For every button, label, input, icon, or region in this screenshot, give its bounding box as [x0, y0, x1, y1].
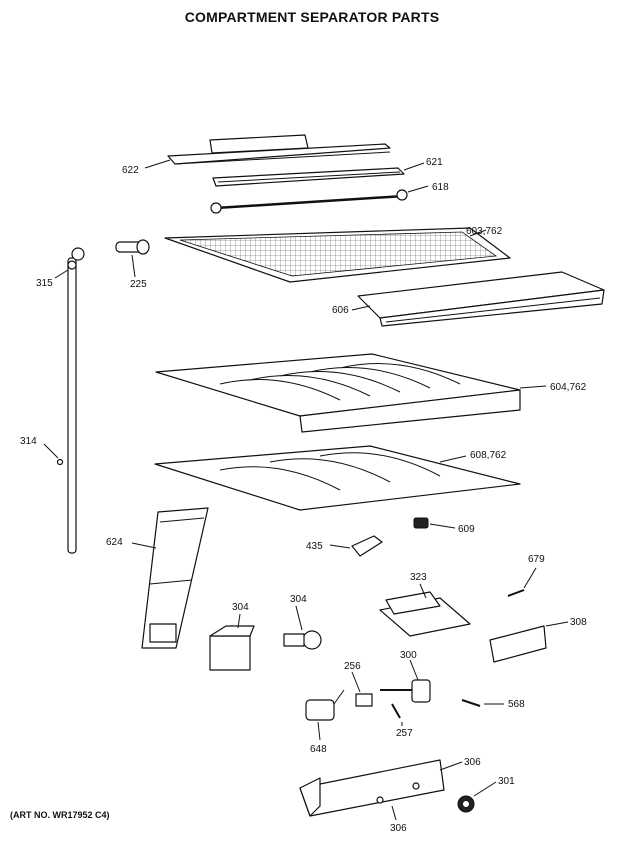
part-622-cover [144, 134, 391, 169]
part-256-clip [351, 671, 373, 707]
part-608-shelf [154, 445, 521, 511]
label-306-top: 306 [464, 757, 481, 768]
part-648-valve [305, 689, 345, 741]
label-306-bottom: 306 [390, 823, 407, 834]
label-648: 648 [310, 744, 327, 755]
part-301-nut [457, 781, 497, 813]
label-301: 301 [498, 776, 515, 787]
label-308: 308 [570, 617, 587, 628]
part-606-tray [351, 271, 605, 327]
part-315-314-rod [43, 247, 85, 554]
part-603-grid-shelf [164, 227, 511, 283]
label-323: 323 [410, 572, 427, 583]
part-323-housing [379, 583, 471, 637]
label-606: 606 [332, 305, 349, 316]
part-624-panel [131, 507, 209, 649]
label-622: 622 [122, 165, 139, 176]
label-304-left: 304 [232, 602, 249, 613]
part-308-bracket [489, 621, 569, 663]
label-624: 624 [106, 537, 123, 548]
label-257: 257 [396, 728, 413, 739]
part-435-knob [329, 535, 383, 557]
label-618: 618 [432, 182, 449, 193]
part-225-pin [115, 239, 150, 278]
part-621-rail [212, 162, 425, 187]
part-257-screw [391, 703, 403, 726]
art-number: (ART NO. WR17952 C4) [10, 810, 110, 820]
part-618-shaft [210, 185, 429, 214]
label-679: 679 [528, 554, 545, 565]
label-608-762: 608,762 [470, 450, 507, 461]
part-568-screw [461, 699, 504, 707]
label-315: 315 [36, 278, 53, 289]
label-568: 568 [508, 699, 525, 710]
label-225: 225 [130, 279, 147, 290]
label-609: 609 [458, 524, 475, 535]
label-621: 621 [426, 157, 443, 168]
label-256: 256 [344, 661, 361, 672]
part-609-clip [413, 517, 456, 529]
part-306-base-bracket [299, 759, 463, 821]
label-304-right: 304 [290, 594, 307, 605]
label-603-762: 603,762 [466, 226, 503, 237]
part-604-shelf [155, 353, 547, 433]
label-435: 435 [306, 541, 323, 552]
label-300: 300 [400, 650, 417, 661]
part-304-cam-block [209, 613, 255, 671]
part-304-gear [283, 605, 322, 650]
label-314: 314 [20, 436, 37, 447]
label-604-762: 604,762 [550, 382, 587, 393]
page-title: COMPARTMENT SEPARATOR PARTS [184, 9, 440, 25]
part-679-screw [507, 567, 537, 597]
part-300-motor [380, 659, 431, 703]
